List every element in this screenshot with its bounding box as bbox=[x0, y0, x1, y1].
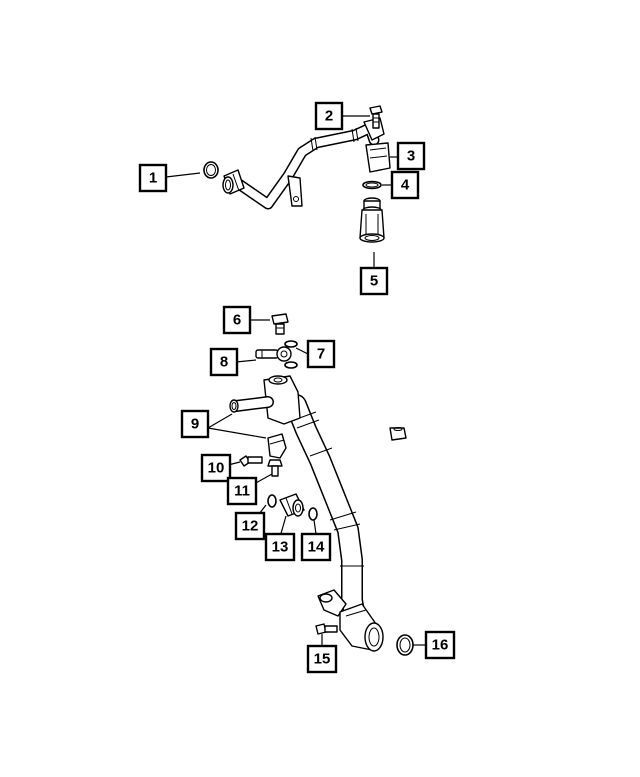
callout-10: 10 bbox=[200, 453, 232, 483]
callout-label-7: 7 bbox=[317, 346, 325, 363]
o-ring-1-icon bbox=[203, 161, 219, 179]
callout-1: 1 bbox=[138, 163, 168, 193]
callout-label-16: 16 bbox=[432, 637, 449, 654]
callout-4: 4 bbox=[390, 170, 420, 200]
callout-label-1: 1 bbox=[149, 170, 157, 187]
bolt-10-icon bbox=[239, 455, 263, 467]
callout-13: 13 bbox=[264, 532, 296, 562]
bolt-2-icon bbox=[369, 105, 383, 129]
callout-label-9: 9 bbox=[191, 416, 199, 433]
washer-7a-icon bbox=[284, 340, 298, 348]
callout-9: 9 bbox=[180, 409, 210, 439]
callout-15: 15 bbox=[306, 644, 338, 674]
banjo-bolt-6-icon bbox=[271, 313, 289, 335]
callout-12: 12 bbox=[234, 511, 266, 541]
callout-14: 14 bbox=[300, 532, 332, 562]
callout-label-6: 6 bbox=[233, 312, 241, 329]
callout-label-13: 13 bbox=[272, 539, 289, 556]
lower-tube-assembly bbox=[229, 375, 384, 652]
callout-label-8: 8 bbox=[220, 354, 228, 371]
nut-icon bbox=[389, 427, 407, 441]
callout-label-11: 11 bbox=[234, 483, 250, 500]
callout-label-3: 3 bbox=[407, 148, 415, 165]
callout-3: 3 bbox=[396, 141, 426, 171]
callout-label-4: 4 bbox=[401, 177, 410, 194]
stud-11-icon bbox=[267, 459, 283, 477]
callout-label-10: 10 bbox=[208, 460, 225, 477]
callout-8: 8 bbox=[209, 347, 239, 377]
o-ring-12-icon bbox=[267, 494, 277, 508]
callout-16: 16 bbox=[424, 630, 456, 660]
callout-5: 5 bbox=[359, 266, 389, 296]
o-ring-4-icon bbox=[362, 180, 382, 190]
callout-label-15: 15 bbox=[314, 651, 331, 668]
upper-tube-assembly bbox=[222, 117, 391, 210]
banjo-fitting-8-icon bbox=[255, 346, 292, 362]
callout-11: 11 bbox=[226, 476, 258, 506]
callout-7: 7 bbox=[306, 339, 336, 369]
callout-label-12: 12 bbox=[242, 518, 259, 535]
clip-icon bbox=[267, 433, 287, 459]
o-ring-14-icon bbox=[308, 507, 318, 521]
callout-2: 2 bbox=[314, 101, 344, 131]
fitting-5-icon bbox=[359, 197, 385, 243]
callout-label-2: 2 bbox=[325, 108, 333, 125]
callout-label-5: 5 bbox=[370, 273, 378, 290]
washer-7b-icon bbox=[284, 361, 298, 369]
adapter-13-icon bbox=[279, 493, 305, 517]
callout-6: 6 bbox=[222, 305, 252, 335]
callout-label-14: 14 bbox=[308, 539, 325, 556]
bolt-15-icon bbox=[315, 623, 338, 635]
